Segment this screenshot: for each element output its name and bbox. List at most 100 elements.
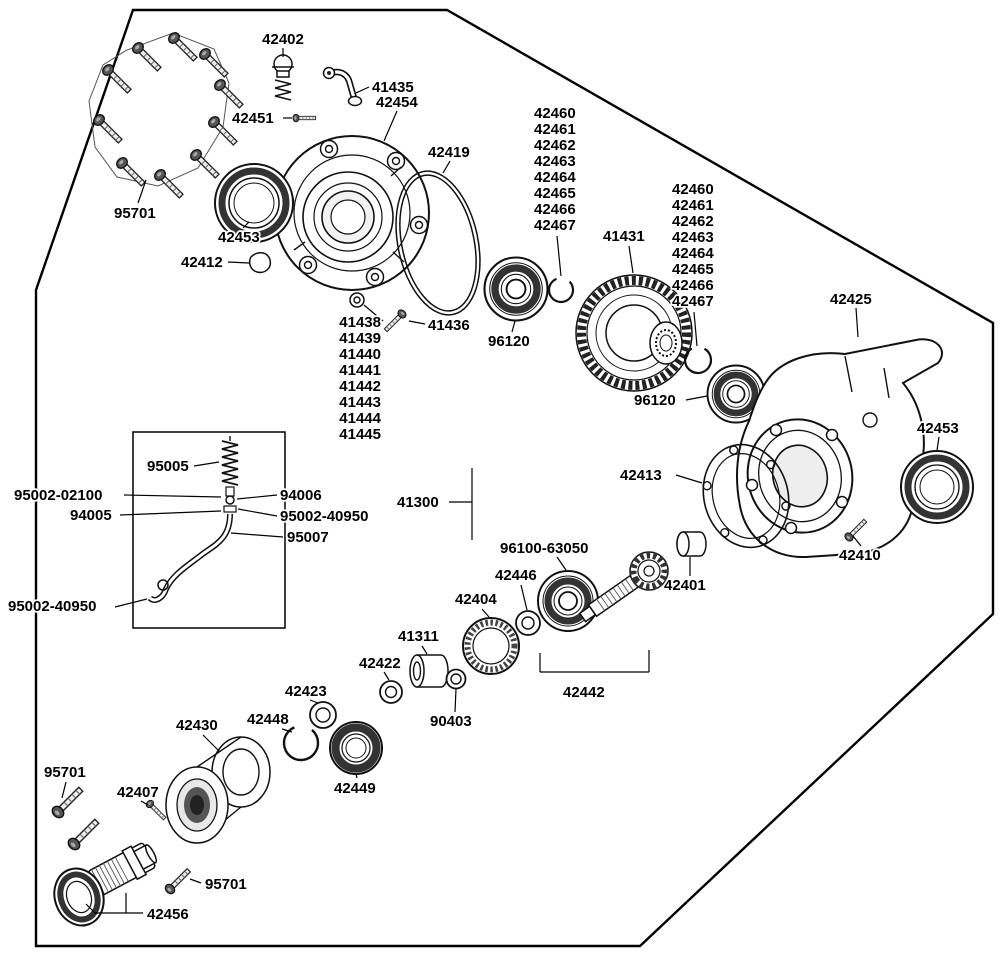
part-label-42451: 42451	[232, 110, 274, 127]
part-label-42462-r: 42462	[672, 213, 714, 230]
part-label-42402: 42402	[262, 31, 304, 48]
part-label-42453-right: 42453	[917, 420, 959, 437]
part-label-42453-left: 42453	[218, 229, 260, 246]
inset-box	[132, 431, 286, 629]
part-label-42461-r: 42461	[672, 197, 714, 214]
bearing-holder-42430	[165, 736, 271, 844]
part-label-41442: 41442	[339, 378, 381, 395]
snap-ring-42460-left	[547, 276, 575, 304]
bolt-95701-mid	[162, 866, 193, 897]
part-label-41300: 41300	[397, 494, 439, 511]
part-label-42463-r: 42463	[672, 229, 714, 246]
part-label-42412: 42412	[181, 254, 223, 271]
part-label-41440: 41440	[339, 346, 381, 363]
part-label-42413: 42413	[620, 467, 662, 484]
part-label-42407: 42407	[117, 784, 159, 801]
bolt-42407	[144, 798, 168, 822]
part-label-41441: 41441	[339, 362, 381, 379]
leader-lines	[61, 48, 940, 914]
part-label-42404: 42404	[455, 591, 497, 608]
part-label-95002-40950-a: 95002-40950	[280, 508, 368, 525]
part-label-42467-l: 42467	[534, 217, 576, 234]
part-label-42465-l: 42465	[534, 185, 576, 202]
part-label-94005: 94005	[70, 507, 112, 524]
final-gear-case-42425	[736, 338, 943, 559]
part-label-42419: 42419	[428, 144, 470, 161]
part-label-42460-l: 42460	[534, 105, 576, 122]
bearing-96100-63050	[538, 571, 598, 631]
part-label-41438: 41438	[339, 314, 381, 331]
part-label-42430: 42430	[176, 717, 218, 734]
ring-42422	[379, 680, 403, 704]
oil-seal-42453-right	[900, 450, 974, 524]
bushing-41311	[409, 654, 449, 688]
part-label-90403: 90403	[430, 713, 472, 730]
gear-case-cover-42454	[274, 135, 430, 291]
bolt-42451	[292, 113, 316, 123]
bolt-cluster-95701	[88, 29, 246, 201]
part-label-42466-l: 42466	[534, 201, 576, 218]
part-label-42456: 42456	[147, 906, 189, 923]
part-label-95002-40950-b: 95002-40950	[8, 598, 96, 615]
diagram-border	[34, 8, 995, 948]
part-label-42454: 42454	[376, 94, 418, 111]
snap-ring-42460-right	[683, 345, 713, 375]
part-label-42465-r: 42465	[672, 261, 714, 278]
part-label-41311: 41311	[398, 628, 439, 645]
part-label-42425: 42425	[830, 291, 872, 308]
o-ring-90403	[445, 668, 467, 690]
part-label-42461-l: 42461	[534, 121, 576, 138]
part-label-95701-bottom-left: 95701	[44, 764, 86, 781]
oil-seal-42453-left	[214, 163, 294, 243]
part-label-42466-r: 42466	[672, 277, 714, 294]
part-label-95701-top: 95701	[114, 205, 156, 222]
part-label-42442: 42442	[563, 684, 605, 701]
o-ring-42419	[395, 170, 481, 316]
part-label-96120-left: 96120	[488, 333, 530, 350]
part-label-95005: 95005	[147, 458, 189, 475]
clip-42412	[248, 252, 272, 274]
gasket-42413	[702, 443, 791, 549]
oil-pipe-41435	[322, 66, 363, 107]
part-label-42449: 42449	[334, 780, 376, 797]
breather-joint-94006	[223, 495, 237, 513]
part-label-41445: 41445	[339, 426, 381, 443]
part-label-95002-02100: 95002-02100	[14, 487, 102, 504]
part-label-42410: 42410	[839, 547, 881, 564]
part-label-42463-l: 42463	[534, 153, 576, 170]
part-label-42460-r: 42460	[672, 181, 714, 198]
part-label-42422: 42422	[359, 655, 401, 672]
coupling-42456	[53, 842, 158, 927]
bolts-95701-bottom	[49, 784, 102, 853]
washer-42446	[515, 610, 541, 636]
part-label-94006: 94006	[280, 487, 322, 504]
part-label-42423: 42423	[285, 683, 327, 700]
part-label-96120-right: 96120	[634, 392, 676, 409]
part-label-42448: 42448	[247, 711, 289, 728]
collar-42401	[676, 531, 707, 557]
bearing-96120-left	[485, 258, 548, 321]
part-label-41439: 41439	[339, 330, 381, 347]
part-label-95007: 95007	[287, 529, 329, 546]
part-label-42401: 42401	[664, 577, 706, 594]
part-label-41436: 41436	[428, 317, 470, 334]
part-label-42446: 42446	[495, 567, 537, 584]
breather-cap-42402	[272, 54, 294, 101]
washer-41438	[349, 292, 365, 308]
part-label-42467-r: 42467	[672, 293, 714, 310]
breather-hose-95007	[147, 513, 233, 603]
part-label-41435: 41435	[372, 79, 414, 96]
pinion-gear-42442	[578, 551, 669, 623]
part-label-41444: 41444	[339, 410, 381, 427]
ring-42423	[309, 701, 337, 729]
part-label-42464-l: 42464	[534, 169, 576, 186]
part-label-96100-63050: 96100-63050	[500, 540, 588, 557]
part-label-41431: 41431	[603, 228, 645, 245]
part-labels: 42402 41435 42454 42451 42419 95701 4245…	[6, 29, 960, 925]
needle-bearing-42404	[462, 617, 520, 675]
part-label-42464-r: 42464	[672, 245, 714, 262]
ring-gear-41431	[575, 274, 693, 392]
oil-seal-42449	[329, 721, 383, 775]
part-label-95701-bottom-mid: 95701	[205, 876, 247, 893]
